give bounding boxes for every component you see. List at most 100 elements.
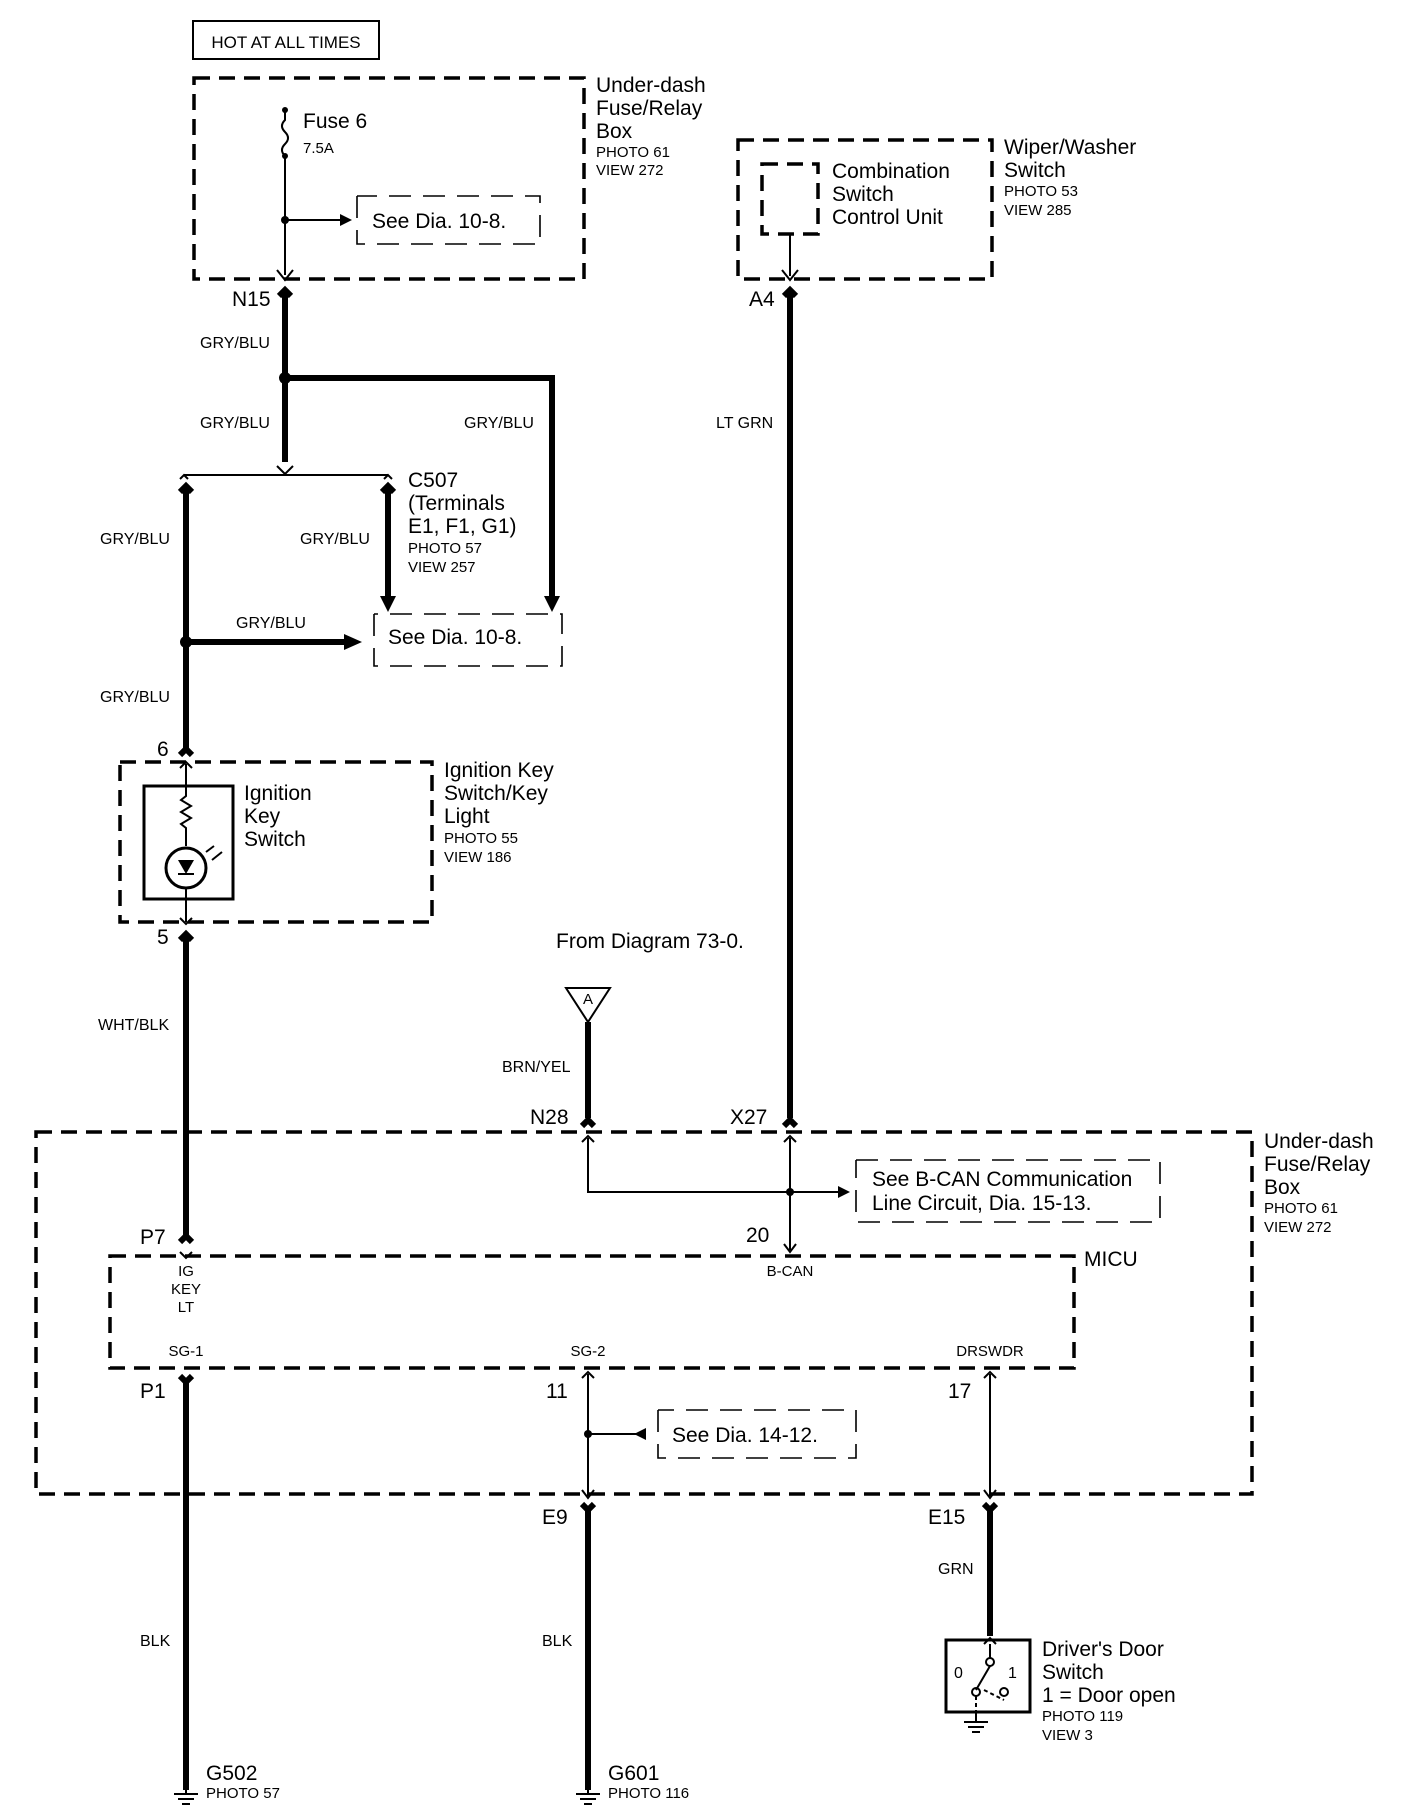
svg-text:(Terminals: (Terminals [408,492,505,515]
wire-label-gry-blu-1: GRY/BLU [200,335,270,352]
combination-switch-label: Combination Switch Control Unit [832,160,950,229]
ignition-key-switch-box [142,784,235,901]
svg-text:Box: Box [596,120,633,143]
svg-text:Combination: Combination [832,160,950,183]
ground-g601-icon [576,1790,600,1805]
wire-label-gry-blu-3: GRY/BLU [200,415,270,432]
wire-label-gry-blu-7: GRY/BLU [100,689,170,706]
micu-pin-11: 11 [546,1380,568,1403]
ground-g502-icon [174,1790,198,1805]
micu-bcan: B-CAN [767,1263,814,1280]
ignition-switch-title: Ignition Key Switch/Key Light PHOTO 55 V… [444,759,554,866]
svg-text:VIEW 3: VIEW 3 [1042,1727,1093,1744]
wire-label-gry-blu-2: GRY/BLU [464,415,534,432]
wire-label-brn-yel: BRN/YEL [502,1059,571,1076]
svg-text:PHOTO 55: PHOTO 55 [444,830,518,847]
svg-text:VIEW 272: VIEW 272 [596,162,664,179]
terminal-e15: E15 [928,1506,965,1529]
micu-sg1: SG-1 [168,1343,203,1360]
micu-sg2: SG-2 [570,1343,605,1360]
svg-text:PHOTO 119: PHOTO 119 [1042,1708,1123,1725]
svg-text:PHOTO 61: PHOTO 61 [1264,1200,1338,1217]
door-switch-pos-0: 0 [954,1665,963,1682]
fuse-6-rating: 7.5A [303,140,334,157]
svg-text:KEY: KEY [171,1281,201,1298]
ref-dia-10-8-mid: See Dia. 10-8. [388,626,522,649]
svg-text:VIEW 272: VIEW 272 [1264,1219,1332,1236]
micu-outline [108,1254,1076,1370]
ignition-pin-5: 5 [157,926,169,949]
wire-label-lt-grn: LT GRN [716,415,773,432]
svg-text:LT: LT [178,1299,194,1316]
wire-label-gry-blu-5: GRY/BLU [300,531,370,548]
key-light-resistor [179,786,193,846]
terminal-n28: N28 [530,1106,569,1129]
door-switch-ground-icon [964,1712,988,1733]
svg-text:C507: C507 [408,469,458,492]
ignition-pin-6: 6 [157,738,169,761]
ground-g502-photo: PHOTO 57 [206,1785,280,1802]
svg-text:IG: IG [178,1263,194,1280]
micu-ig-key-lt: IG KEY LT [171,1263,201,1316]
micu-drswdr: DRSWDR [956,1343,1024,1360]
svg-text:Under-dash: Under-dash [1264,1130,1374,1153]
light-rays-icon [205,845,223,861]
svg-text:Line Circuit, Dia. 15-13.: Line Circuit, Dia. 15-13. [872,1192,1091,1215]
svg-text:Fuse/Relay: Fuse/Relay [1264,1153,1371,1176]
svg-text:VIEW 257: VIEW 257 [408,559,476,576]
connector-a-symbol [564,987,612,1024]
svg-text:Switch: Switch [244,828,306,851]
wire-label-grn: GRN [938,1561,974,1578]
ref-dia-10-8-top: See Dia. 10-8. [372,210,506,233]
svg-text:Control Unit: Control Unit [832,206,943,229]
from-diagram-73-0: From Diagram 73-0. [556,930,744,953]
c507-label: C507 (Terminals E1, F1, G1) PHOTO 57 VIE… [408,469,517,576]
wiper-switch-title: Wiper/Washer Switch PHOTO 53 VIEW 285 [1004,136,1136,219]
ref-dia-14-12-box [657,1409,857,1459]
wire-label-gry-blu-4: GRY/BLU [100,531,170,548]
micu-title: MICU [1084,1248,1138,1271]
micu-pin-p1: P1 [140,1380,166,1403]
power-label: HOT AT ALL TIMES [211,33,360,52]
svg-text:Fuse/Relay: Fuse/Relay [596,97,703,120]
svg-text:E1, F1, G1): E1, F1, G1) [408,515,517,538]
wire-label-blk-2: BLK [542,1633,573,1650]
fusebox-top-outline [192,76,586,281]
svg-text:See B-CAN Communication: See B-CAN Communication [872,1168,1132,1191]
ref-bcan-box [855,1159,1161,1223]
svg-text:VIEW 186: VIEW 186 [444,849,512,866]
svg-text:VIEW 285: VIEW 285 [1004,202,1072,219]
wire-label-gry-blu-6: GRY/BLU [236,615,306,632]
door-switch-title: Driver's Door Switch 1 = Door open PHOTO… [1042,1638,1176,1744]
wire-label-blk-1: BLK [140,1633,171,1650]
svg-text:Switch: Switch [1004,159,1066,182]
svg-text:Ignition Key: Ignition Key [444,759,554,782]
svg-text:Box: Box [1264,1176,1301,1199]
svg-text:1 = Door open: 1 = Door open [1042,1684,1176,1707]
svg-text:Ignition: Ignition [244,782,312,805]
ref-dia-14-12: See Dia. 14-12. [672,1424,818,1447]
fusebox-bottom-title: Under-dash Fuse/Relay Box PHOTO 61 VIEW … [1264,1130,1374,1236]
micu-pin-20: 20 [746,1224,769,1247]
power-label-box [192,20,380,60]
svg-text:PHOTO 57: PHOTO 57 [408,540,482,557]
svg-text:Wiper/Washer: Wiper/Washer [1004,136,1136,159]
svg-text:PHOTO 53: PHOTO 53 [1004,183,1078,200]
ref-dia-10-8-top-box [356,195,541,245]
ground-g601: G601 [608,1762,659,1785]
fusebox-bottom-outline [34,1130,1254,1496]
svg-text:Under-dash: Under-dash [596,74,706,97]
ref-bcan-communication: See B-CAN Communication Line Circuit, Di… [872,1168,1132,1215]
door-switch-pos-1: 1 [1008,1665,1017,1682]
fusebox-top-title: Under-dash Fuse/Relay Box PHOTO 61 VIEW … [596,74,706,179]
svg-text:Driver's Door: Driver's Door [1042,1638,1164,1661]
fuse-6-label: Fuse 6 [303,110,367,133]
door-switch-box [944,1638,1032,1714]
ground-g601-photo: PHOTO 116 [608,1785,689,1802]
wire-label-wht-blk: WHT/BLK [98,1017,169,1034]
connector-a-label: A [583,991,593,1008]
ground-g502: G502 [206,1762,257,1785]
svg-text:Switch: Switch [832,183,894,206]
svg-text:Key: Key [244,805,281,828]
